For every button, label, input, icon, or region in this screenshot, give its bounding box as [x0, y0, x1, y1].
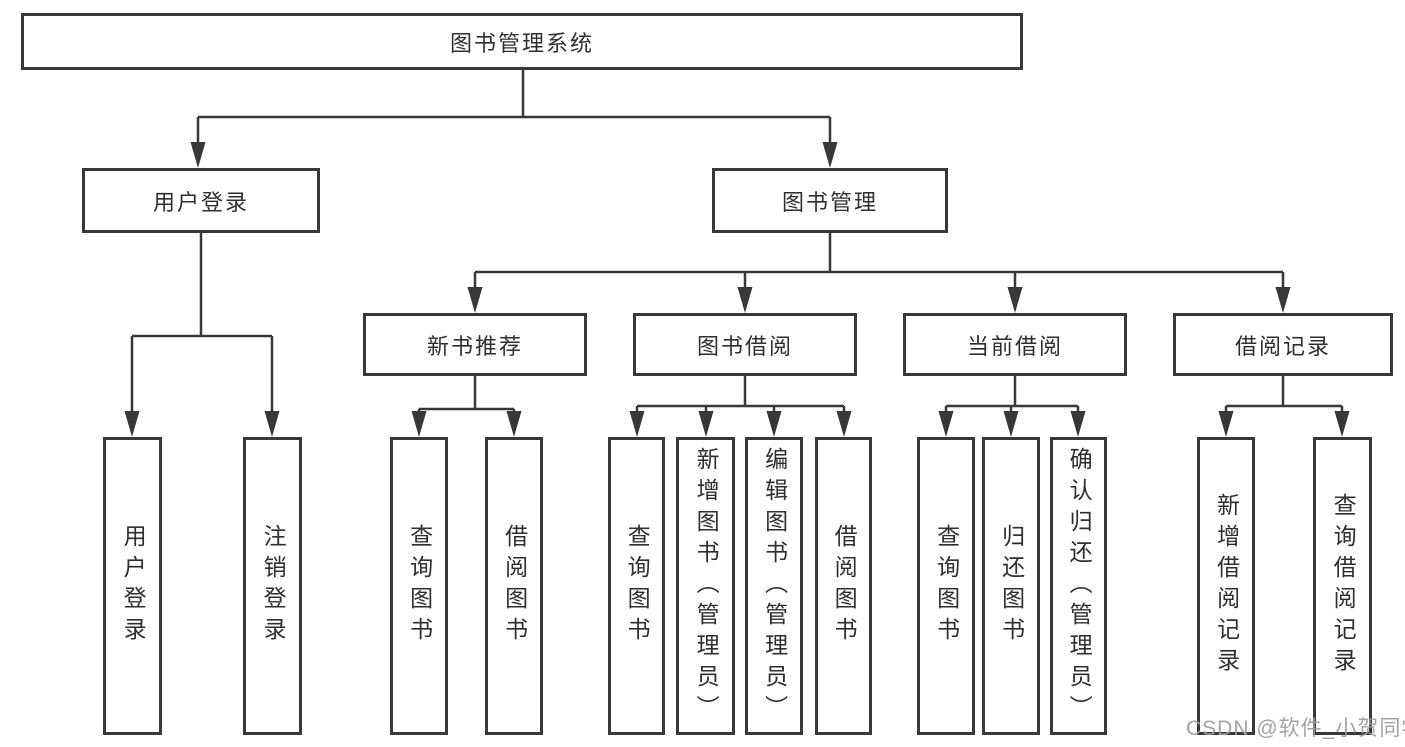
csdn-watermark: CSDN @软件_小贺同学 — [1186, 717, 1405, 740]
node-label: 用户登录 — [152, 189, 249, 215]
leaf-add-books-admin: 新增图书（管理员） — [676, 437, 735, 735]
leaf-borrow-books-recommend: 借阅图书 — [485, 437, 543, 735]
node-label: 新书推荐 — [426, 333, 523, 359]
leaf-confirm-return-admin: 确认归还（管理员） — [1050, 437, 1107, 735]
node-label: 借阅记录 — [1234, 333, 1331, 359]
leaf-borrow-books: 借阅图书 — [815, 437, 872, 735]
node-label: 图书借阅 — [696, 333, 793, 359]
leaf-edit-books-admin: 编辑图书（管理员） — [745, 437, 803, 735]
leaf-query-books-current: 查询图书 — [917, 437, 975, 735]
leaf-query-books-recommend: 查询图书 — [390, 437, 448, 735]
node-book-borrowing: 图书借阅 — [633, 313, 857, 376]
leaf-label: 新增借阅记录 — [1213, 493, 1240, 679]
leaf-label: 归还图书 — [998, 524, 1025, 648]
node-library-management-system: 图书管理系统 — [21, 13, 1023, 70]
leaf-label: 查询图书 — [933, 524, 960, 648]
leaf-label: 查询图书 — [624, 524, 651, 648]
leaf-user-login: 用户登录 — [103, 437, 162, 735]
leaf-query-borrow-record: 查询借阅记录 — [1313, 437, 1372, 735]
node-label: 图书管理 — [781, 189, 878, 215]
leaf-label: 编辑图书（管理员） — [761, 446, 788, 726]
leaf-label: 新增图书（管理员） — [693, 446, 720, 726]
leaf-label: 查询借阅记录 — [1330, 493, 1357, 679]
leaf-label: 用户登录 — [120, 524, 147, 648]
leaf-label: 查询图书 — [406, 524, 433, 648]
leaf-logout: 注销登录 — [243, 437, 302, 735]
node-current-borrowing: 当前借阅 — [903, 313, 1127, 376]
node-label: 图书管理系统 — [449, 30, 594, 56]
node-borrowing-records: 借阅记录 — [1173, 313, 1393, 376]
leaf-label: 确认归还（管理员） — [1066, 446, 1093, 726]
leaf-label: 借阅图书 — [501, 524, 528, 648]
leaf-return-books: 归还图书 — [982, 437, 1040, 735]
node-label: 当前借阅 — [966, 333, 1063, 359]
node-user-login: 用户登录 — [82, 168, 320, 233]
leaf-add-borrow-record: 新增借阅记录 — [1197, 437, 1255, 735]
leaf-label: 注销登录 — [260, 524, 287, 648]
leaf-query-books-borrow: 查询图书 — [608, 437, 665, 735]
leaf-label: 借阅图书 — [831, 524, 858, 648]
node-book-management: 图书管理 — [712, 168, 948, 233]
node-new-book-recommendation: 新书推荐 — [363, 313, 587, 376]
